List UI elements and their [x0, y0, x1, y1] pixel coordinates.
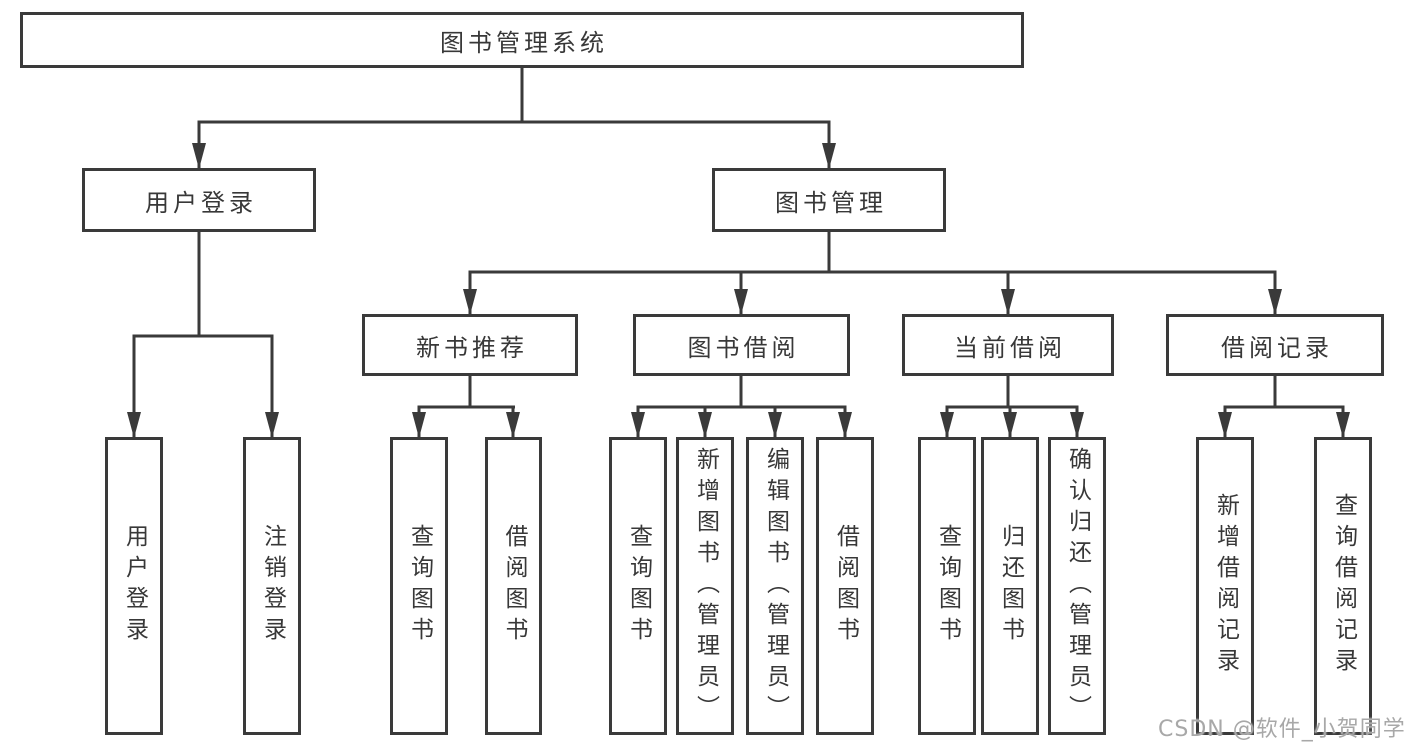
leaf-borrow-query-book: 查询图书 — [609, 437, 667, 735]
leaf-recommend-borrow-book: 借阅图书 — [485, 437, 542, 735]
branch-book-borrow — [631, 376, 852, 438]
leaf-record-query-record: 查询借阅记录 — [1314, 437, 1372, 735]
node-new-book-recommend: 新书推荐 — [362, 314, 578, 376]
leaf-record-add-record: 新增借阅记录 — [1196, 437, 1254, 735]
branch-borrow-record — [1218, 376, 1350, 438]
leaf-recommend-query-book: 查询图书 — [390, 437, 448, 735]
leaf-borrow-borrow-book: 借阅图书 — [816, 437, 874, 735]
leaf-current-query-book: 查询图书 — [918, 437, 976, 735]
leaf-current-confirm-return-admin: 确认归还（管理员） — [1048, 437, 1106, 735]
leaf-borrow-add-book-admin: 新增图书（管理员） — [676, 437, 734, 735]
branch-new-book-recommend — [412, 376, 520, 438]
node-borrow-record: 借阅记录 — [1166, 314, 1384, 376]
node-library-system: 图书管理系统 — [20, 12, 1024, 68]
node-user-login: 用户登录 — [82, 168, 316, 232]
node-book-borrow: 图书借阅 — [633, 314, 850, 376]
leaf-logout: 注销登录 — [243, 437, 301, 735]
branch-current-borrow — [940, 376, 1084, 438]
leaf-current-return-book: 归还图书 — [981, 437, 1039, 735]
leaf-borrow-edit-book-admin: 编辑图书（管理员） — [746, 437, 804, 735]
node-current-borrow: 当前借阅 — [902, 314, 1114, 376]
node-book-management: 图书管理 — [712, 168, 946, 232]
leaf-user-login: 用户登录 — [105, 437, 163, 735]
csdn-watermark: CSDN @软件_小贺同学 — [1158, 717, 1405, 742]
branch-book-management — [463, 232, 1282, 315]
branch-root — [192, 68, 836, 169]
branch-user-login — [127, 232, 279, 438]
